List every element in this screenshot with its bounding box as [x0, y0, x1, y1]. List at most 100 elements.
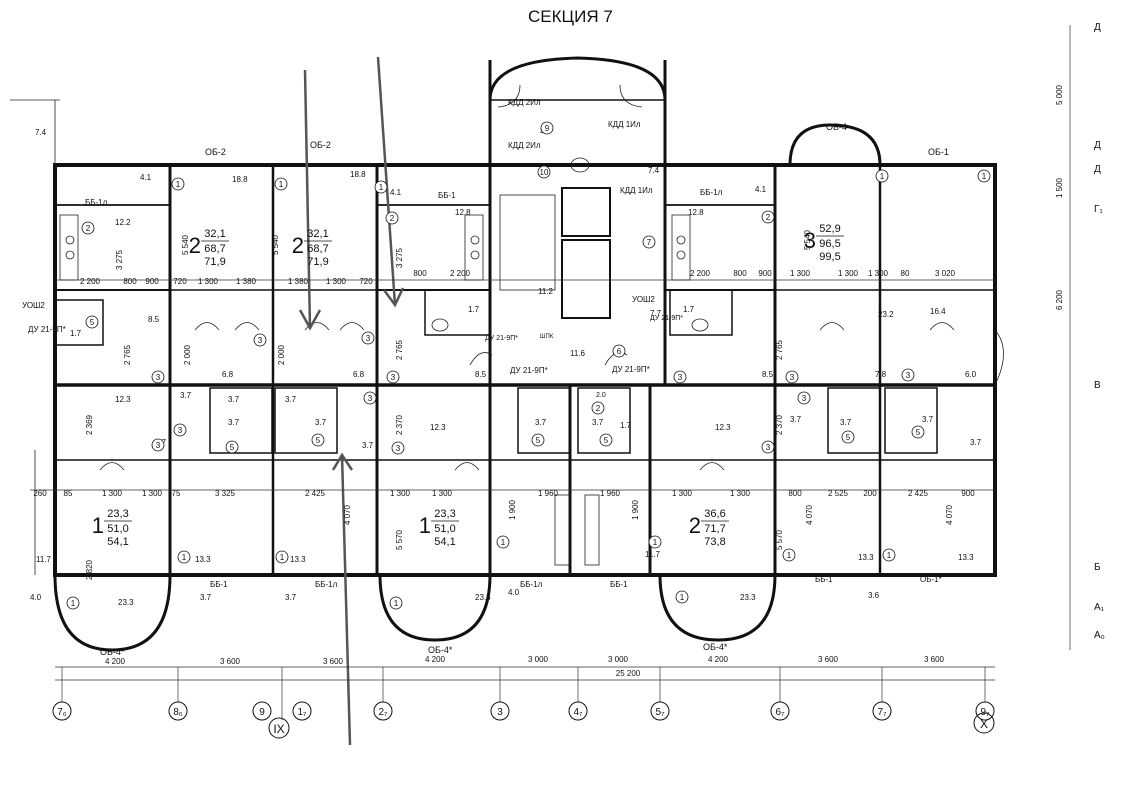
room-label: 3.7 — [200, 593, 212, 602]
room-label: 4.0 — [508, 588, 520, 597]
room-number-circle — [531, 433, 545, 447]
room-label: 13.3 — [958, 553, 974, 562]
room-number: 3 — [391, 373, 396, 382]
room-label: 16.4 — [930, 307, 946, 316]
dimension-label: 720 — [173, 277, 187, 286]
room-number: 3 — [258, 336, 263, 345]
room-label: 3.7 — [362, 441, 374, 450]
axis-marker: 7₇ — [878, 707, 888, 718]
room-label: 18.8 — [232, 175, 248, 184]
apartment-living-area: 36,6 — [704, 508, 725, 520]
dimension-label: 2 200 — [690, 269, 711, 278]
room-label: ББ-1л — [315, 580, 338, 589]
room-number: 1 — [787, 551, 792, 560]
room-number: 5 — [536, 436, 541, 445]
room-label: ББ-1 — [438, 191, 456, 200]
dimension-label: 3 000 — [608, 655, 629, 664]
dimension-label: 720 — [359, 277, 373, 286]
room-label: 8.5 — [148, 315, 160, 324]
room-label: ББ-1 — [210, 580, 228, 589]
room-number-circle — [537, 165, 551, 179]
room-label: 7.8 — [875, 370, 887, 379]
room-number-circle — [496, 535, 510, 549]
dimension-label: 260 — [33, 489, 47, 498]
apartment-total-area: 96,5 — [819, 238, 840, 250]
room-number-circle — [363, 391, 377, 405]
apartment-living-area: 32,1 — [307, 228, 328, 240]
apartment-gross-area: 54,1 — [434, 536, 455, 548]
axis-letter: В — [1094, 380, 1101, 391]
room-label: ШПК — [540, 334, 554, 340]
room-label: 12.3 — [430, 423, 446, 432]
dimension-label: 25 200 — [616, 669, 641, 678]
vertical-dimension-label: 5 570 — [775, 529, 784, 550]
room-label: ББ-1 — [815, 575, 833, 584]
dimension-label: 1 960 — [600, 489, 621, 498]
room-number: 1 — [680, 593, 685, 602]
room-label: КДД 1Ил — [620, 186, 653, 195]
dimension-label: 1 380 — [288, 277, 309, 286]
dimension-label: 85 — [64, 489, 73, 498]
apartment-rooms: 2 — [189, 233, 201, 258]
room-label: УОШ2 — [22, 301, 45, 310]
dimension-label: 75 — [172, 489, 181, 498]
axis-marker-circle — [568, 701, 588, 721]
dimension-label: 1 300 — [672, 489, 693, 498]
room-number: 1 — [182, 553, 187, 562]
dimension-label: 1 300 — [326, 277, 347, 286]
room-label: 1.7 — [70, 329, 82, 338]
room-number-circle — [274, 177, 288, 191]
room-label: 6.0 — [965, 370, 977, 379]
axis-letter: Д — [1094, 22, 1101, 33]
room-label: 3.7 — [228, 395, 240, 404]
room-label: 13.3 — [858, 553, 874, 562]
room-number-circle — [540, 121, 554, 135]
room-label: 12.3 — [715, 423, 731, 432]
dimension-label: 2 425 — [305, 489, 326, 498]
room-number-circle — [85, 315, 99, 329]
room-label: 7.4 — [648, 166, 660, 175]
room-number-circle — [225, 440, 239, 454]
dimension-label: 1 300 — [868, 269, 889, 278]
dimension-label: 1 300 — [730, 489, 751, 498]
room-number-circle — [977, 169, 991, 183]
room-label: 4.1 — [755, 185, 767, 194]
dimension-label: 200 — [863, 489, 877, 498]
room-number-circle — [374, 180, 388, 194]
room-number: 1 — [394, 599, 399, 608]
axis-marker: 1₇ — [298, 707, 308, 718]
room-number-circle — [591, 401, 605, 415]
room-label: КДД 1Ил — [608, 120, 641, 129]
dimension-label: 800 — [733, 269, 747, 278]
room-label: 23.3 — [740, 593, 756, 602]
room-number: 1 — [379, 183, 384, 192]
axis-marker-circle — [490, 701, 510, 721]
room-number: 5 — [90, 318, 95, 327]
vertical-dimension-label: 2 000 — [277, 344, 286, 365]
room-number-circle — [785, 370, 799, 384]
room-number-circle — [673, 370, 687, 384]
room-label: ББ-1 — [610, 580, 628, 589]
apartment-gross-area: 73,8 — [704, 536, 725, 548]
apartment-rooms: 1 — [419, 513, 431, 538]
room-label: 11.2 — [538, 287, 554, 296]
dimension-label: 80 — [901, 269, 910, 278]
vertical-dimension-label: 1 500 — [1055, 177, 1064, 198]
vertical-dimension-label: 2 765 — [123, 344, 132, 365]
room-label: ДУ 21-9П* — [650, 315, 683, 322]
room-number-circle — [901, 368, 915, 382]
room-label: 8.5 — [762, 370, 774, 379]
room-label: ОБ-2 — [205, 147, 226, 157]
dimension-label: 1 300 — [790, 269, 811, 278]
dimension-label: 3 325 — [215, 489, 236, 498]
room-number: 5 — [316, 436, 321, 445]
room-number-circle — [311, 433, 325, 447]
dimension-label: 800 — [123, 277, 137, 286]
dimension-label: 3 600 — [323, 657, 344, 666]
vertical-dimension-label: 5 540 — [271, 234, 280, 255]
vertical-dimension-label: 1 900 — [631, 499, 640, 520]
axis-marker-circle — [770, 701, 790, 721]
room-label: 12.2 — [115, 218, 131, 227]
dimension-label: 2 525 — [828, 489, 849, 498]
